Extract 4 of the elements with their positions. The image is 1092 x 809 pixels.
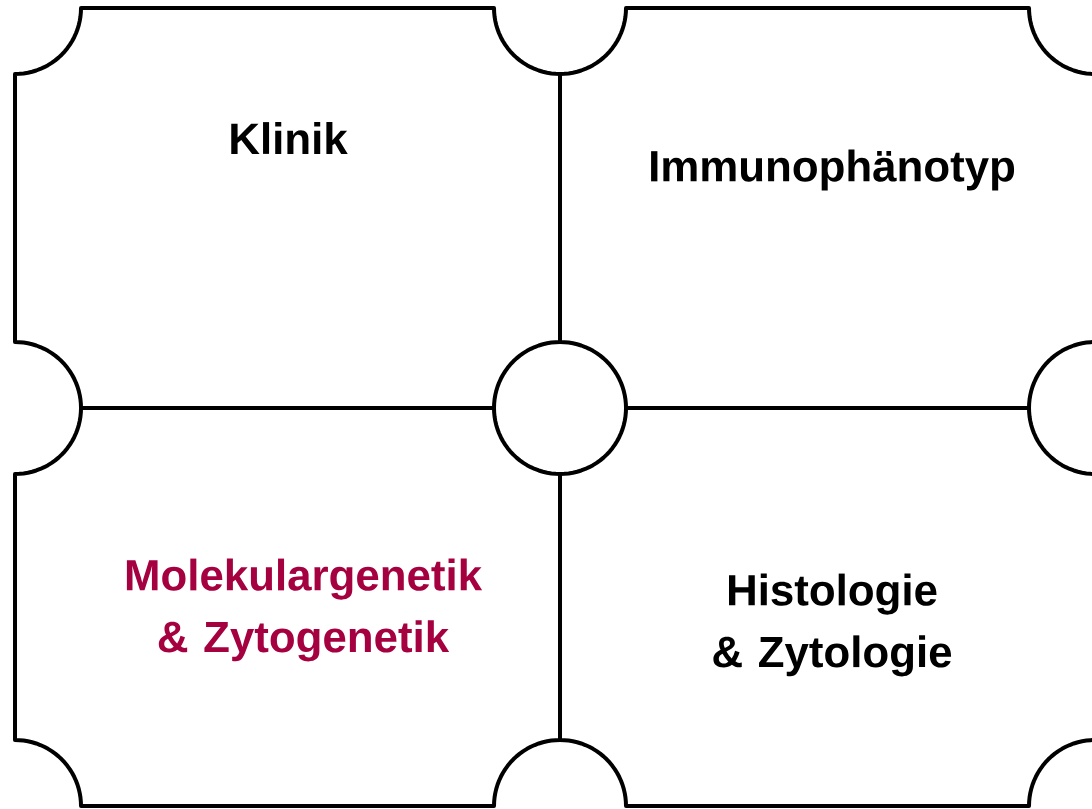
puzzle-piece: Immunophänotyp bbox=[558, 6, 1092, 410]
puzzle-piece: Histologie & Zytologie bbox=[558, 406, 1092, 808]
puzzle-piece: Klinik bbox=[13, 6, 562, 410]
puzzle-piece: Molekulargenetik & Zytogenetik bbox=[13, 406, 562, 808]
